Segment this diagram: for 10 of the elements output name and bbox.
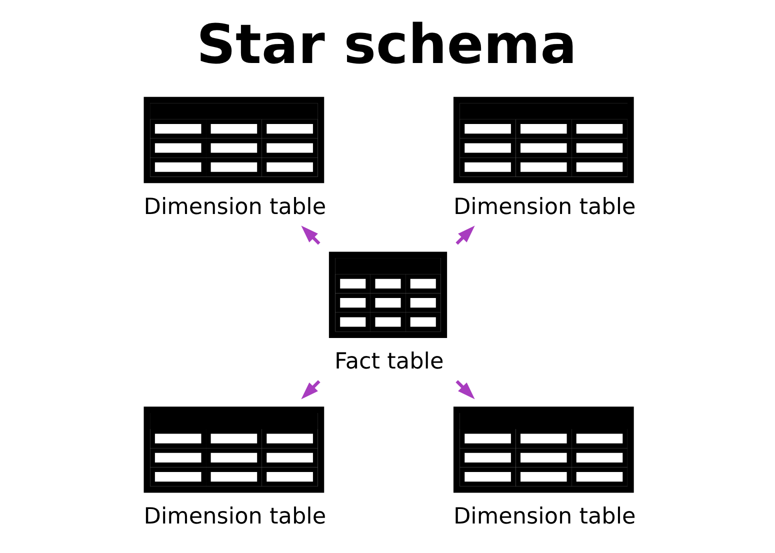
arrow <box>300 380 320 400</box>
node-label: Dimension table <box>143 503 326 530</box>
node-label: Dimension table <box>452 194 636 220</box>
node-label: Fact table <box>334 348 444 375</box>
diagram-title: Star schema <box>196 12 576 76</box>
node-label: Dimension table <box>143 194 326 220</box>
node-label: Dimension table <box>452 503 636 530</box>
arrow <box>455 226 474 245</box>
arrow <box>300 226 320 245</box>
arrow <box>455 380 474 400</box>
